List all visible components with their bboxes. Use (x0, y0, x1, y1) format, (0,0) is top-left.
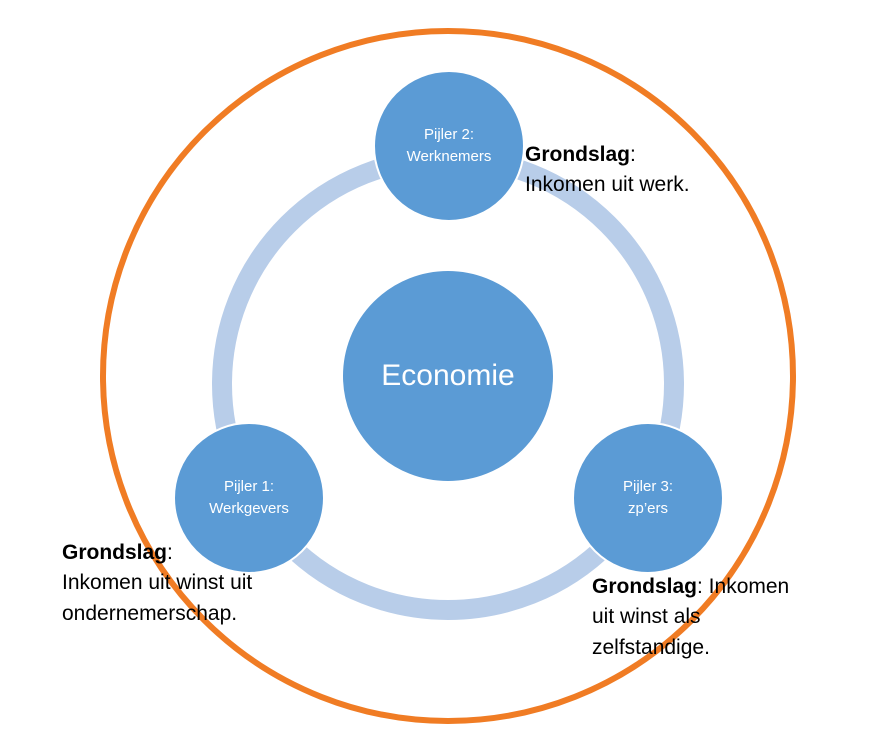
note-3-label: Grondslag (592, 575, 698, 598)
note-2-line-1: Inkomen uit werk. (525, 173, 690, 197)
pillar-2-subtitle: Werknemers (406, 148, 492, 165)
note-pillar-1: Grondslag: Inkomen uit winst uit onderne… (62, 538, 252, 629)
note-1-colon: : (167, 541, 173, 564)
note-pillar-2: Grondslag: Inkomen uit werk. (525, 140, 690, 201)
note-1-line-2: ondernemerschap. (62, 601, 238, 625)
note-3-line-1: uit winst als (592, 605, 701, 629)
outer-ring (100, 28, 796, 724)
pillar-1-title: Pijler 1: (223, 478, 275, 496)
pillar-2-title: Pijler 2: (423, 126, 475, 144)
note-pillar-3: Grondslag: Inkomen uit winst als zelfsta… (592, 572, 789, 663)
pillar-1-node: Pijler 1: Werkgevers (173, 422, 325, 574)
pillar-2-node: Pijler 2: Werknemers (373, 70, 525, 222)
note-1-line-1: Inkomen uit winst uit (62, 571, 253, 595)
note-3-colon: : Inkomen (697, 575, 790, 598)
center-label: Economie (381, 359, 515, 392)
pillar-1-subtitle: Werkgevers (209, 500, 289, 517)
pillar-3-title: Pijler 3: (622, 478, 674, 496)
pillar-3-node: Pijler 3: zp’ers (572, 422, 724, 574)
note-2-label: Grondslag (525, 143, 631, 166)
note-1-label: Grondslag (62, 541, 168, 564)
center-node-economie: Economie (341, 269, 555, 483)
note-3-line-2: zelfstandige. (592, 635, 710, 659)
pillar-3-subtitle: zp’ers (627, 500, 668, 517)
note-2-colon: : (630, 143, 636, 166)
